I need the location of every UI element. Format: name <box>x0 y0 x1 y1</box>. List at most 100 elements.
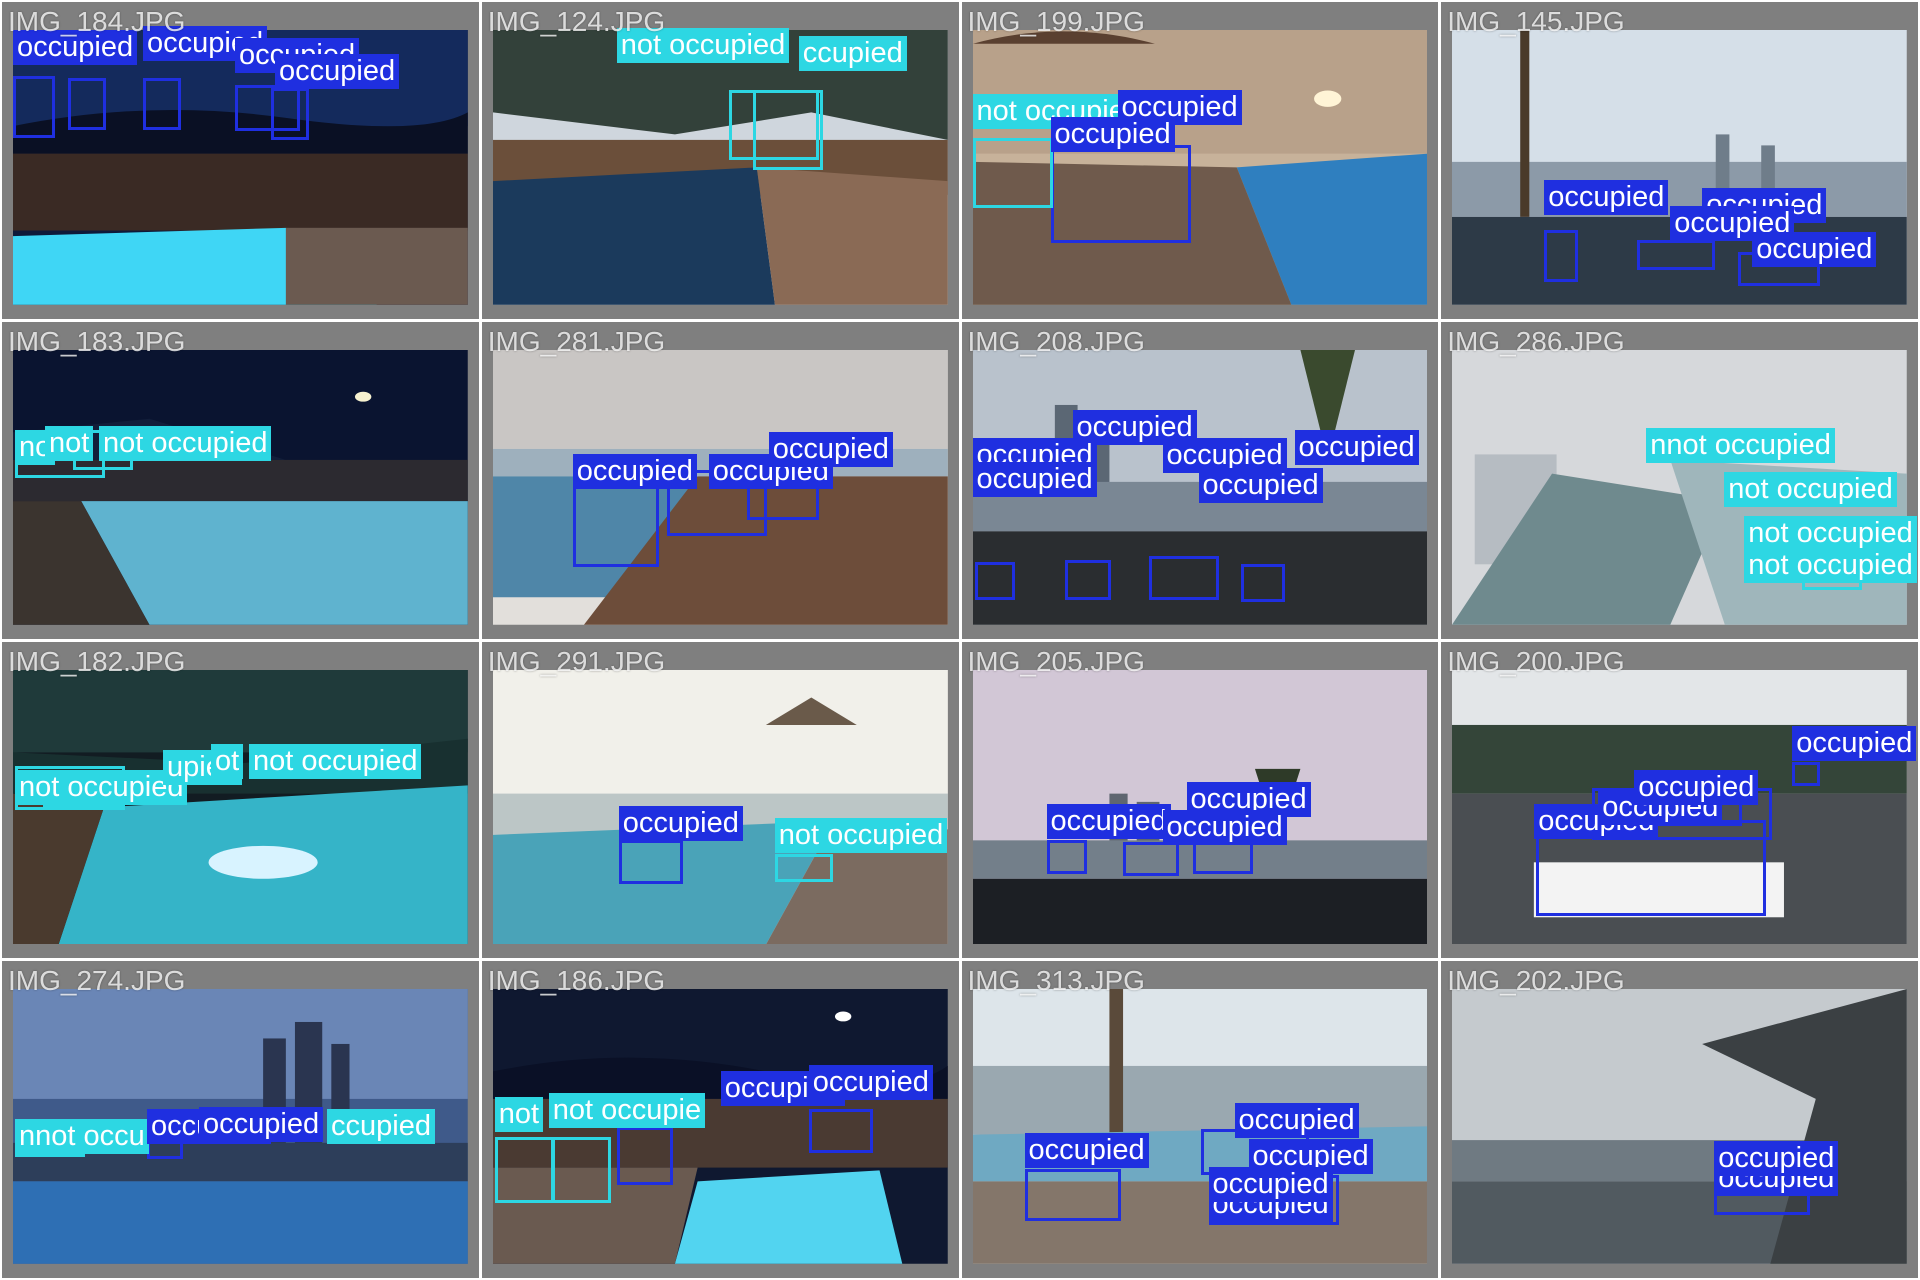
detection-label: not occupied <box>99 425 272 461</box>
bounding-box <box>143 78 181 130</box>
image-tile[interactable]: occupied occupied occupied occupied IMG_… <box>1441 641 1918 959</box>
detections-overlay: no not not occupied <box>13 350 468 625</box>
image-tile[interactable]: not occupied occupied occupied IMG_199.J… <box>961 2 1439 319</box>
image-tile[interactable]: no not not occupied IMG_183.JPG <box>2 321 479 639</box>
detection-label: occupied <box>1162 437 1287 473</box>
image-tile[interactable]: not not occupie occupied occupied IMG_18… <box>481 961 959 1278</box>
image-tile[interactable]: occupied occupied IMG_202.JPG <box>1441 961 1918 1278</box>
bounding-box <box>494 1137 555 1204</box>
detections-overlay: nnot occu occupied occupied ccupied <box>13 989 468 1264</box>
detections-overlay: occupied occupied occupied occupied occu… <box>972 350 1428 625</box>
bounding-box <box>1046 839 1087 874</box>
detections-overlay: occupied occupied occupied occupied <box>1452 30 1907 305</box>
detection-label: occupied <box>1046 803 1171 839</box>
detections-overlay: occupied occupied occupied <box>493 350 948 625</box>
pool-photo <box>492 30 948 305</box>
image-tile[interactable]: occupied occupied occupied occupied occu… <box>961 961 1439 1278</box>
image-tile[interactable]: occupied occupied occupied occupied occu… <box>961 321 1439 639</box>
bounding-box <box>1148 555 1219 600</box>
pool-photo <box>13 669 468 945</box>
detection-label: not occupied <box>249 743 422 779</box>
detection-label: occupied <box>13 30 138 65</box>
image-filename: IMG_183.JPG <box>8 325 186 357</box>
pool-photo <box>972 30 1428 305</box>
image-tile[interactable]: not occupied upied ot not occupied IMG_1… <box>2 641 479 959</box>
bounding-box <box>235 85 300 131</box>
detection-label: occupied <box>1208 1167 1333 1203</box>
image-filename: IMG_199.JPG <box>967 6 1145 37</box>
detection-label: occupied <box>972 461 1097 497</box>
detections-overlay: not not occupie occupied occupied <box>493 989 948 1264</box>
detection-label: occupied <box>1714 1141 1839 1177</box>
detection-label: occupied <box>1050 117 1175 152</box>
detection-label: occupied <box>199 1107 324 1143</box>
image-filename: IMG_313.JPG <box>967 965 1145 997</box>
detection-label: occupied <box>768 431 893 467</box>
pool-photo <box>1452 669 1907 945</box>
bounding-box <box>1024 1169 1121 1222</box>
detection-label: occupied <box>808 1065 933 1101</box>
detection-label: nnot occupied <box>1646 427 1835 463</box>
image-filename: IMG_124.JPG <box>487 6 666 37</box>
detection-label: nnot occu <box>15 1119 149 1155</box>
detection-label: ccupied <box>798 36 907 71</box>
image-filename: IMG_202.JPG <box>1447 965 1625 997</box>
bounding-box <box>972 138 1053 208</box>
bounding-box <box>1240 563 1285 602</box>
detection-label: occupied <box>1634 769 1759 805</box>
detections-overlay: nnot occupied not occupied not occupied … <box>1452 350 1917 625</box>
image-tile[interactable]: occupied occupied occupied IMG_205.JPG <box>961 641 1439 959</box>
detection-label: occupied <box>1198 467 1323 503</box>
image-tile[interactable]: occupied not occupied IMG_291.JPG <box>481 641 959 959</box>
detection-label: ot <box>211 743 244 779</box>
bounding-box <box>1792 761 1821 786</box>
image-filename: IMG_186.JPG <box>487 965 666 997</box>
image-tile[interactable]: nnot occu occupied occupied ccupied IMG_… <box>2 961 479 1278</box>
image-filename: IMG_281.JPG <box>487 325 666 357</box>
image-filename: IMG_286.JPG <box>1447 325 1625 357</box>
detection-label: ccupied <box>327 1109 435 1145</box>
detections-overlay: not occupied upied ot not occupied <box>13 670 468 945</box>
detection-label: occupied <box>618 805 743 841</box>
bounding-box <box>618 839 683 884</box>
detection-label: occupied <box>1752 232 1877 267</box>
pool-photo <box>1452 989 1907 1264</box>
image-filename: IMG_208.JPG <box>967 325 1145 357</box>
pool-photo <box>972 989 1428 1264</box>
detection-label: occupied <box>1186 781 1311 817</box>
detections-overlay: occupied occupied <box>1452 989 1907 1264</box>
detections-overlay: not occupied ccupied <box>493 28 948 305</box>
image-tile[interactable]: nnot occupied not occupied not occupied … <box>1441 321 1918 639</box>
bounding-box <box>550 1137 611 1204</box>
detection-label: occupied <box>1248 1139 1373 1175</box>
bounding-box <box>616 1127 673 1186</box>
bounding-box <box>1122 841 1179 876</box>
image-tile[interactable]: occupied occupied occupied occupied IMG_… <box>2 2 479 319</box>
bounding-box <box>808 1109 873 1154</box>
image-filename: IMG_291.JPG <box>487 645 666 677</box>
image-tile[interactable]: not occupied ccupied IMG_124.JPG <box>481 2 959 319</box>
detections-overlay: occupied occupied occupied occupied occu… <box>973 989 1428 1264</box>
detection-label: not occupied <box>774 817 948 853</box>
detections-overlay: occupied occupied occupied <box>973 670 1428 945</box>
detection-label: not occupied <box>616 28 790 63</box>
image-filename: IMG_200.JPG <box>1447 645 1625 677</box>
detection-label: occupied <box>1024 1133 1149 1169</box>
image-tile[interactable]: occupied occupied occupied occupied IMG_… <box>1441 2 1918 319</box>
bounding-box <box>1064 559 1111 600</box>
detection-label: not occupied <box>1744 547 1917 583</box>
bounding-box <box>774 853 833 882</box>
detection-label: not <box>45 425 94 461</box>
bounding-box <box>1637 240 1716 270</box>
detection-label: occupied <box>1162 809 1287 845</box>
detection-label: occupied <box>1792 725 1917 761</box>
detection-label: occupied <box>275 54 400 89</box>
detections-overlay: occupied not occupied <box>493 670 948 945</box>
image-tile[interactable]: occupied occupied occupied IMG_281.JPG <box>481 321 959 639</box>
detections-overlay: occupied occupied occupied occupied <box>13 26 468 305</box>
image-filename: IMG_184.JPG <box>8 6 186 37</box>
bounding-box <box>1544 230 1579 282</box>
image-filename: IMG_274.JPG <box>8 965 186 997</box>
detection-label: not occupied <box>1724 471 1897 507</box>
